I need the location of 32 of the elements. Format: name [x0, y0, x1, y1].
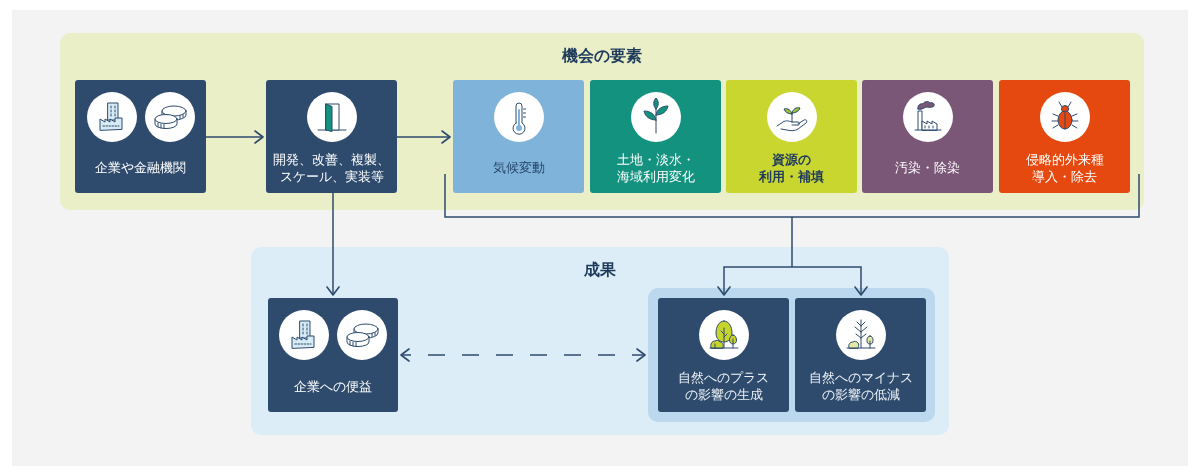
dashed-arrow [400, 348, 646, 362]
process-box [795, 298, 926, 412]
process-box [726, 80, 857, 193]
arrow [717, 266, 793, 296]
box-label: 企業や金融機関 [95, 159, 186, 176]
box-label: 企業への便益 [294, 377, 372, 395]
group-panel [60, 33, 1144, 210]
process-box [266, 80, 397, 193]
arrow [396, 130, 451, 144]
process-box [862, 80, 993, 193]
box-label: 侵略的外来種導入・除去 [1025, 150, 1104, 185]
group-panel [251, 247, 949, 435]
connector-line [791, 216, 793, 268]
box-label: 気候変動 [492, 159, 545, 176]
process-box [658, 298, 789, 412]
box-label: 汚染・除染 [895, 159, 960, 176]
inner-panel [648, 288, 935, 422]
arrow [205, 130, 264, 144]
box-label: 開発、改善、複製、スケール、実装等 [273, 150, 390, 185]
box-label: 土地・淡水・海域利用変化 [616, 150, 695, 185]
box-label: 資源の利用・補填 [759, 150, 824, 185]
group-title: 成果 [584, 261, 616, 278]
arrow [791, 266, 868, 296]
process-box [268, 298, 398, 412]
process-box [999, 80, 1130, 193]
process-box [75, 80, 206, 193]
group-title: 機会の要素 [562, 47, 642, 64]
arrow [326, 192, 340, 296]
process-box [590, 80, 721, 193]
process-box [453, 80, 584, 193]
box-label: 自然へのマイナスの影響の低減 [808, 369, 913, 403]
box-label: 自然へのプラスの影響の生成 [678, 369, 769, 403]
